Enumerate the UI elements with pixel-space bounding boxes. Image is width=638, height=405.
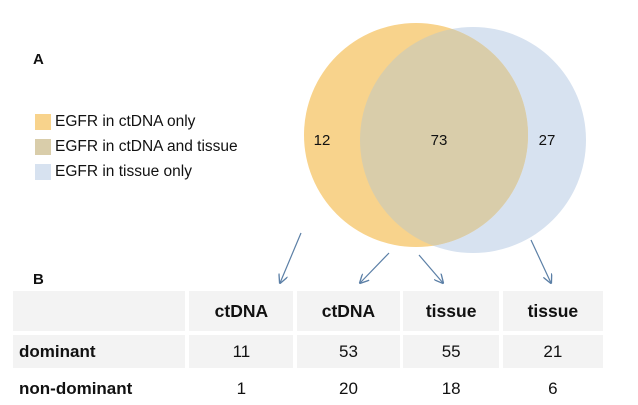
table-header-cell: [13, 291, 186, 331]
table-row-label: non-dominant: [19, 378, 133, 398]
legend-item-tissue-only: EGFR in tissue only: [35, 159, 238, 184]
table-cell: 18: [441, 378, 461, 398]
table-cell: 11: [189, 335, 294, 368]
table-cell: 55: [403, 335, 499, 368]
table-cell: 6: [548, 378, 558, 398]
dominance-table: ctDNA ctDNA tissue tissue dominant 11 53…: [13, 291, 603, 405]
table-row: dominant 11 53 55 21: [13, 335, 603, 368]
table-row-label: dominant: [13, 335, 186, 368]
table-row: non-dominant 1 20 18 6: [13, 372, 603, 405]
legend-item-ctdna-only: EGFR in ctDNA only: [35, 109, 238, 134]
arrow-tissue-only: [530, 239, 551, 283]
arrow-ctdna-only: [280, 232, 302, 283]
legend: EGFR in ctDNA only EGFR in ctDNA and tis…: [35, 109, 238, 184]
legend-label: EGFR in tissue only: [55, 162, 192, 180]
panel-label-b: B: [33, 271, 44, 288]
overlap-count: 73: [431, 132, 448, 149]
overlap-region: [360, 27, 528, 247]
legend-swatch-tissue-only: [35, 163, 51, 180]
legend-swatch-ctdna-only: [35, 113, 51, 130]
legend-label: EGFR in ctDNA and tissue: [55, 137, 238, 155]
table-header-cell: ctDNA: [189, 291, 294, 331]
legend-item-both: EGFR in ctDNA and tissue: [35, 134, 238, 159]
ctdna-only-count: 12: [314, 132, 331, 149]
table-header-row: ctDNA ctDNA tissue tissue: [13, 291, 603, 331]
table-cell: 1: [236, 378, 247, 398]
legend-label: EGFR in ctDNA only: [55, 112, 196, 130]
table-header-cell: tissue: [403, 291, 499, 331]
table-header-cell: tissue: [502, 291, 603, 331]
legend-swatch-both: [35, 138, 51, 155]
table-cell: 20: [339, 378, 358, 398]
tissue-only-count: 27: [539, 132, 556, 149]
table-cell: 53: [297, 335, 400, 368]
panel-label-a: A: [33, 51, 44, 68]
table-header-cell: ctDNA: [297, 291, 400, 331]
table-cell: 21: [502, 335, 603, 368]
arrow-ctdna-overlap: [360, 252, 390, 283]
arrow-tissue-overlap: [418, 254, 443, 283]
